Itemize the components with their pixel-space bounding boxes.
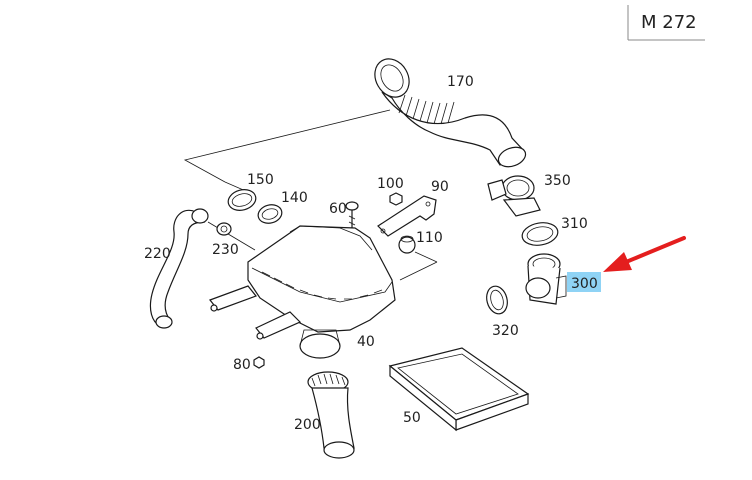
seal-ring-310[interactable]	[520, 220, 559, 248]
callout-320[interactable]: 320	[492, 323, 519, 339]
clamp-140[interactable]	[256, 202, 284, 226]
duct-200[interactable]	[307, 371, 355, 459]
callout-50[interactable]: 50	[403, 410, 421, 426]
seal-ring-320[interactable]	[484, 284, 511, 316]
clamp-150[interactable]	[226, 187, 258, 214]
callout-200[interactable]: 200	[294, 417, 321, 433]
intake-hose-170[interactable]	[368, 53, 528, 171]
callout-150[interactable]: 150	[247, 172, 274, 188]
callout-60[interactable]: 60	[329, 201, 347, 217]
callout-40[interactable]: 40	[357, 334, 375, 350]
callout-80[interactable]: 80	[233, 357, 251, 373]
engine-code-label: M 272	[641, 12, 697, 33]
selected-part-highlight	[567, 272, 601, 292]
grommet-230[interactable]	[216, 222, 232, 236]
bushing-110[interactable]	[398, 235, 416, 254]
nut-100[interactable]	[389, 192, 403, 206]
callout-300[interactable]: 300	[571, 276, 598, 292]
callout-110[interactable]: 110	[416, 230, 443, 246]
bracket-90[interactable]	[377, 195, 437, 237]
callout-310[interactable]: 310	[561, 216, 588, 232]
callout-230[interactable]: 230	[212, 242, 239, 258]
callout-90[interactable]: 90	[431, 179, 449, 195]
callout-140[interactable]: 140	[281, 190, 308, 206]
engine-code-box: M 272	[627, 5, 705, 41]
pointer-arrow	[603, 236, 686, 272]
hose-220[interactable]	[149, 208, 209, 329]
callout-170[interactable]: 170	[447, 74, 474, 90]
air-mass-sensor-300[interactable]	[525, 253, 567, 305]
filter-element-50[interactable]	[388, 347, 530, 432]
sensor-housing-350[interactable]	[487, 175, 541, 217]
air-filter-housing-40[interactable]	[209, 225, 396, 359]
callout-220[interactable]: 220	[144, 246, 171, 262]
callout-100[interactable]: 100	[377, 176, 404, 192]
callout-350[interactable]: 350	[544, 173, 571, 189]
nut-80[interactable]	[253, 356, 265, 369]
leader-lines	[183, 109, 438, 281]
